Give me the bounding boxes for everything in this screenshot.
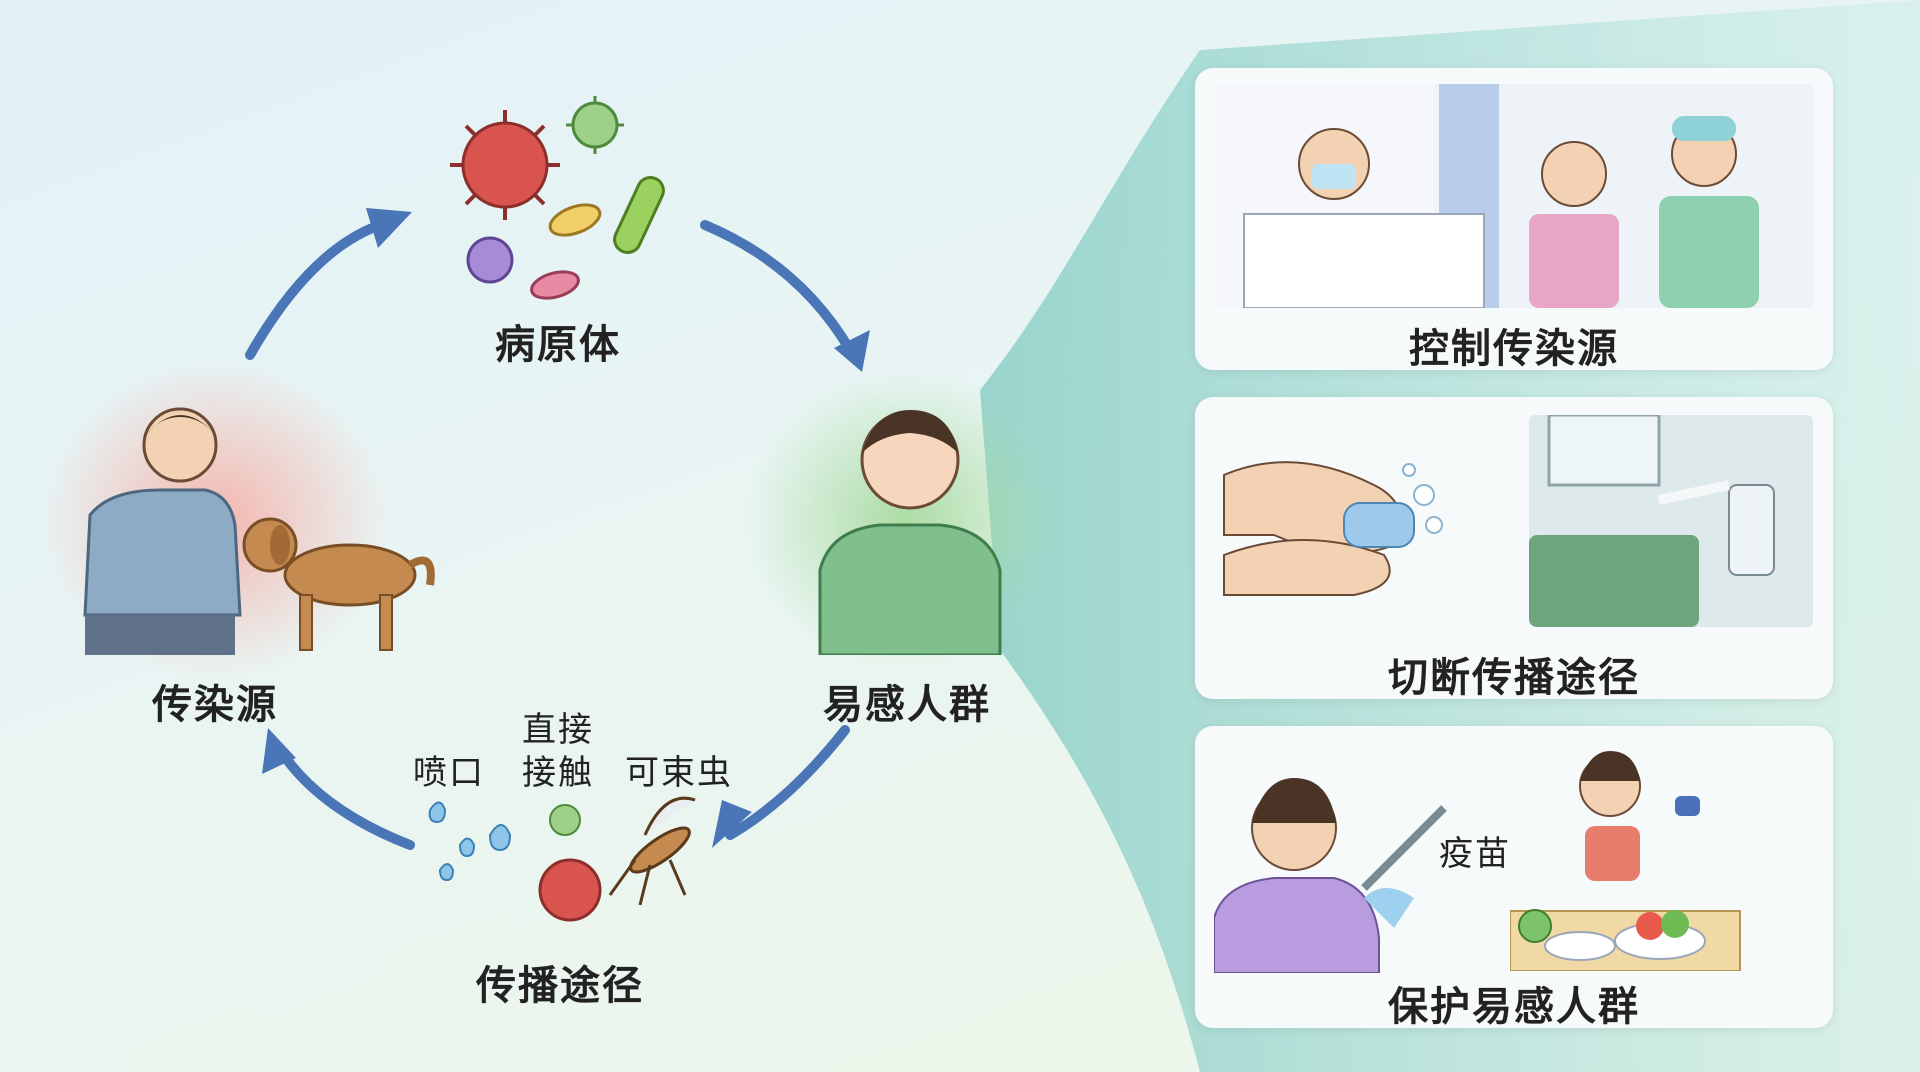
arrowhead-1 [366, 208, 412, 248]
control-source-title: 控制传染源 [1409, 326, 1619, 372]
handwashing-scene [1214, 415, 1494, 627]
healthy-lifestyle-illustration [1510, 751, 1741, 971]
route-contact-label-line2: 接触 [522, 753, 594, 793]
arrow-source-to-pathogen [245, 220, 385, 360]
route-contact-label-line1: 直接 [522, 710, 594, 750]
hospital-illustration [1214, 84, 1759, 308]
mosquito-icon [608, 796, 696, 906]
pink-bacteria-icon [530, 270, 580, 300]
route-droplet-label: 喷口 [413, 753, 485, 793]
arrowhead-2 [834, 330, 870, 372]
susceptible-label: 易感人群 [823, 682, 991, 728]
vaccine-label: 疫苗 [1439, 834, 1511, 874]
yellow-bacteria-icon [548, 203, 602, 237]
source-label: 传染源 [152, 682, 278, 728]
panel-control-source: 控制传染源 [1195, 68, 1833, 372]
arrow-pathogen-to-susceptible [700, 220, 855, 355]
green-bacteria-icon [613, 176, 665, 254]
arrow-susceptible-to-route [725, 725, 850, 840]
cut-route-title: 切断传播途径 [1388, 655, 1640, 701]
susceptible-person-illustration [818, 410, 1002, 655]
panel-protect-group: 疫苗 保护易感人群 [1195, 726, 1833, 1030]
pathogen-label: 病原体 [495, 322, 621, 368]
arrowhead-3 [712, 800, 752, 848]
pathogen-cluster [450, 96, 665, 300]
disinfection-illustration [1529, 415, 1813, 627]
hospital-scene [1214, 84, 1814, 308]
red-virus-icon [450, 110, 560, 220]
transmission-label: 传播途径 [476, 963, 644, 1009]
purple-virus-icon [466, 236, 514, 284]
arrow-route-to-source [275, 745, 415, 850]
protect-group-title: 保护易感人群 [1388, 984, 1640, 1030]
disinfection-scene [1529, 415, 1813, 627]
panel-cut-route: 切断传播途径 [1195, 397, 1833, 701]
droplets-icon [428, 801, 512, 882]
dog-illustration [242, 517, 435, 651]
vaccination-illustration [1214, 778, 1447, 973]
contact-virus-icon [538, 804, 602, 922]
sick-man-illustration [83, 407, 242, 655]
route-vector-label: 可束虫 [625, 753, 733, 793]
arrowhead-4 [262, 728, 296, 774]
handwashing-illustration [1223, 461, 1443, 596]
green-virus-icon [566, 96, 624, 154]
transmission-icons [428, 796, 696, 922]
